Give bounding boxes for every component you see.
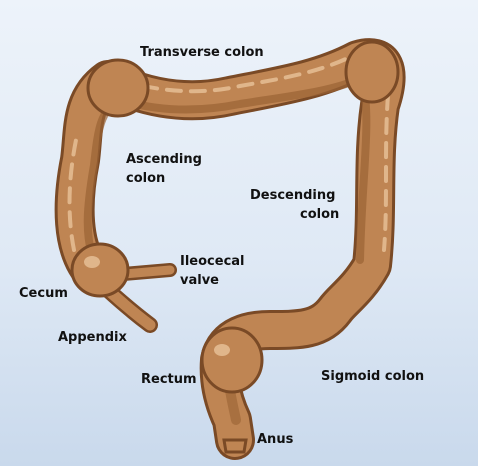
highlight-line <box>67 54 390 252</box>
anus-end <box>222 438 248 454</box>
appendix-fill <box>102 284 156 331</box>
label-rectum: Rectum <box>141 372 197 387</box>
hepatic-flexure-bulge <box>86 58 150 118</box>
splenic-flexure-bulge <box>344 40 400 104</box>
label-ileocecal-valve-line1: Ileocecal <box>180 254 245 269</box>
label-cecum: Cecum <box>19 286 68 301</box>
label-ascending-colon-line1: Ascending <box>126 152 202 167</box>
cecum-bulge <box>70 242 130 298</box>
label-descending-colon-line1: Descending <box>250 188 336 203</box>
label-transverse-colon: Transverse colon <box>140 45 264 60</box>
label-descending-colon-line2: colon <box>300 207 340 222</box>
cecum-highlight <box>84 256 100 268</box>
label-ileocecal-valve-line2: valve <box>180 273 219 288</box>
label-anus: Anus <box>257 432 294 447</box>
rectum-highlight <box>214 344 230 356</box>
label-ascending-colon-line2: colon <box>126 171 166 186</box>
label-sigmoid-colon: Sigmoid colon <box>321 369 425 384</box>
inner-shadow-line <box>83 72 371 274</box>
label-appendix: Appendix <box>58 330 127 345</box>
rectum-bulge <box>200 326 264 394</box>
